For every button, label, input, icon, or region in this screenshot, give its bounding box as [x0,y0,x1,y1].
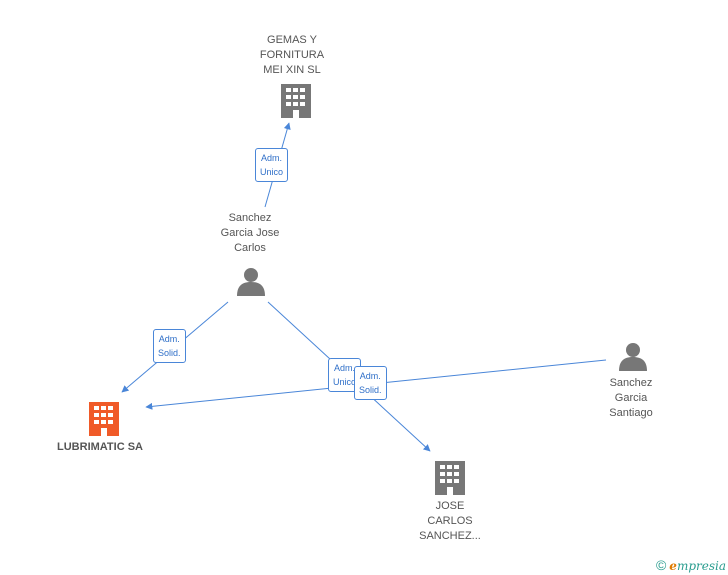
person-icon[interactable] [619,343,647,371]
building-icon[interactable] [281,84,311,118]
edge-badge-adm-unico: Adm. Unico [255,148,289,182]
building-icon[interactable] [89,402,119,436]
node-label-sanchez-santiago[interactable]: Sanchez Garcia Santiago [609,377,653,419]
node-label-lubrimatic[interactable]: LUBRIMATIC SA [57,441,143,453]
empresia-logo: empresia [669,559,726,573]
edge-badge-adm-solid: Adm. Solid. [153,329,186,363]
empresia-footer[interactable]: ©empresia [656,557,726,573]
node-label-sanchez-jose[interactable]: Sanchez Garcia Jose Carlos [220,212,280,254]
building-icon[interactable] [435,461,465,495]
node-label-gemas[interactable]: GEMAS Y FORNITURA MEI XIN SL [259,34,325,76]
copyright-symbol: © [655,557,667,573]
edge-badge-adm-solid: Adm. Solid. [354,366,387,400]
person-icon[interactable] [237,268,265,296]
node-label-jose-carlos[interactable]: JOSE CARLOS SANCHEZ... [419,500,481,542]
